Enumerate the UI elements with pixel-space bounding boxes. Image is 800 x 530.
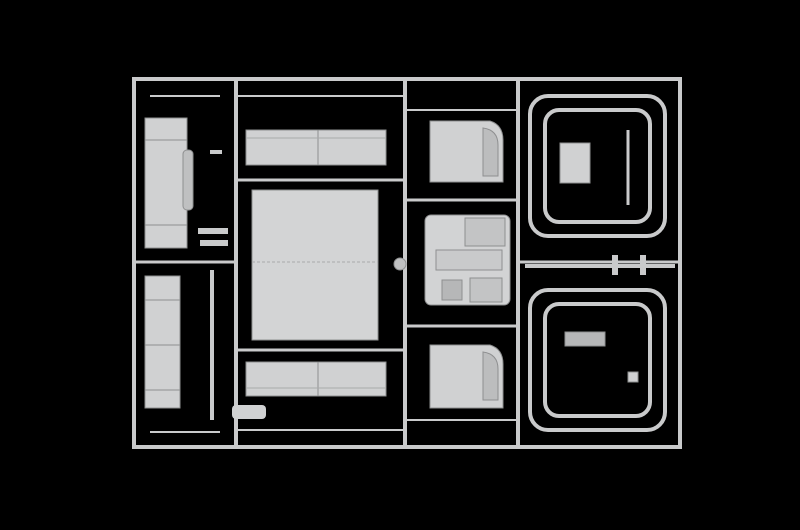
- plank-lower: [245, 361, 387, 397]
- small-round-part: [393, 257, 407, 271]
- frame-part-lower: [528, 288, 667, 432]
- center-assembly: [424, 214, 511, 306]
- box-part-upper: [144, 117, 194, 249]
- plank-upper: [245, 129, 387, 166]
- door-lower: [429, 344, 504, 409]
- floor-plate: [251, 189, 379, 341]
- small-parts-right: [525, 255, 675, 275]
- small-parts-left: [198, 150, 266, 420]
- frame-part-upper: [528, 94, 667, 238]
- sprue-frame: [132, 77, 682, 449]
- door-upper: [429, 120, 504, 183]
- box-part-lower: [144, 275, 181, 409]
